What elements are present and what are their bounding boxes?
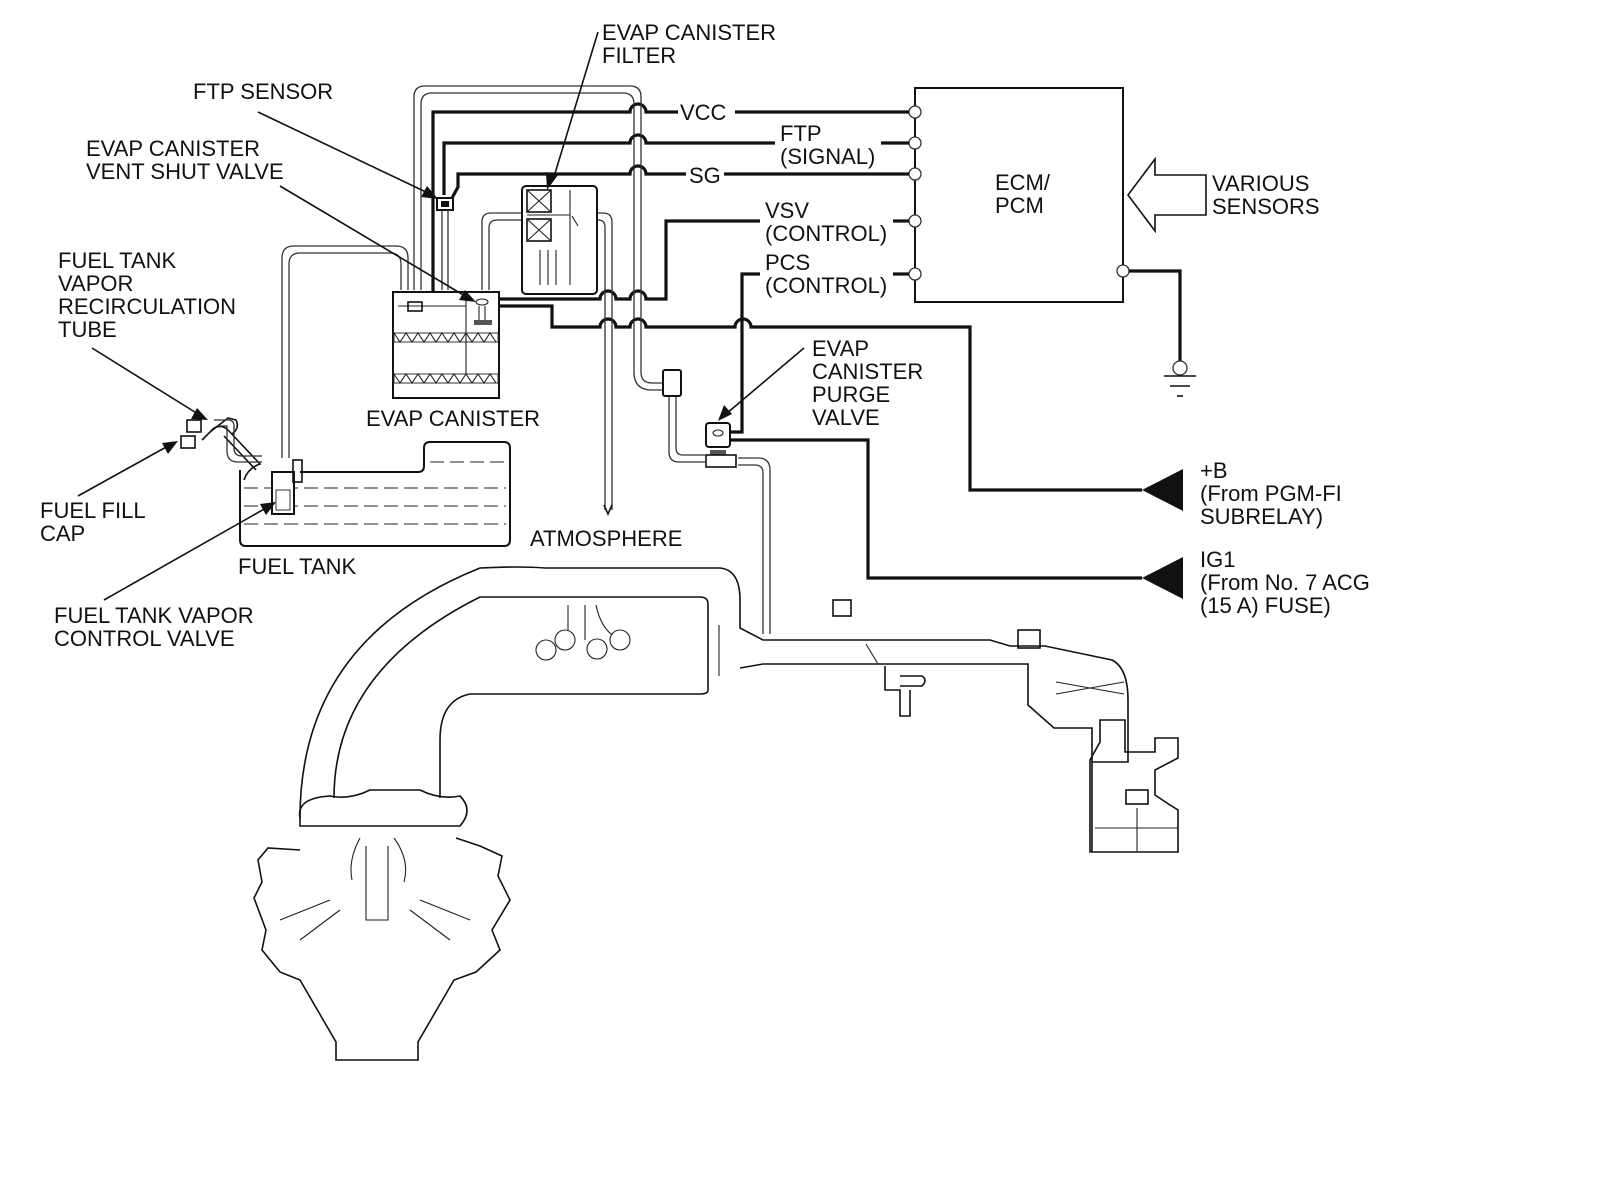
fuel-tank: FUEL TANK (180, 417, 511, 579)
ecm-terminal-pcs (908, 267, 922, 281)
leader-arrow-icon (260, 502, 276, 515)
various-sensors-label-line1: VARIOUS (1212, 171, 1309, 196)
recirc-tube-label-line4: TUBE (58, 317, 117, 342)
ig1-label-line2: (From No. 7 ACG (1200, 570, 1370, 595)
vapor-control-valve-label-line2: CONTROL VALVE (54, 626, 235, 651)
ground-connection (1129, 269, 1196, 397)
hollow-input-arrow-icon (1127, 156, 1207, 234)
fuel-tank-body (239, 441, 511, 547)
evap-canister-purge-valve (662, 369, 737, 468)
ecm-terminal-ftp (908, 136, 922, 150)
leader-arrow-icon (191, 408, 208, 420)
signal-label-vcc: VCC (680, 100, 727, 125)
evap-canister: EVAP CANISTER (366, 291, 540, 431)
evap-canister-filter-label-line2: FILTER (602, 43, 676, 68)
purge-valve-label-line1: EVAP (812, 336, 869, 361)
ecm-pcm-label-line2: PCM (995, 193, 1044, 218)
ecm-pcm-box (914, 87, 1124, 303)
ftp-sensor (436, 197, 454, 290)
signal-label-pcs: PCS (765, 250, 810, 275)
ecm-terminal-vsv (908, 214, 922, 228)
wire-pcs-left (722, 272, 760, 434)
signal-label-ftp-sub: (SIGNAL) (780, 144, 875, 169)
purge-valve-label-line4: VALVE (812, 405, 880, 430)
vapor-control-valve-label-line1: FUEL TANK VAPOR (54, 603, 254, 628)
wire-ig1 (722, 438, 1142, 580)
evap-canister-filter-label-line1: EVAP CANISTER (602, 20, 776, 45)
wire-sg-left (450, 164, 686, 199)
power-ig1: IG1 (From No. 7 ACG (15 A) FUSE) (1142, 547, 1370, 618)
leader-arrow-icon (546, 172, 558, 190)
wire-vsv-left (494, 219, 760, 301)
throttle-body-sensor (832, 599, 852, 617)
engine-block (253, 837, 511, 1061)
purge-valve-label-line3: PURGE (812, 382, 890, 407)
fuel-tank-label: FUEL TANK (238, 554, 357, 579)
fuel-fill-cap-label-line1: FUEL FILL (40, 498, 146, 523)
vent-shut-valve-label-line2: VENT SHUT VALVE (86, 159, 284, 184)
plus-b-label-line3: SUBRELAY) (1200, 504, 1323, 529)
vent-shut-valve-plunger (474, 320, 492, 325)
connector-triangle-icon (1142, 557, 1183, 599)
ecm-terminal-ground (1116, 264, 1130, 278)
intake-manifold (253, 566, 1179, 1061)
ground-terminal (1172, 360, 1188, 376)
evap-canister-label: EVAP CANISTER (366, 406, 540, 431)
signal-label-pcs-sub: (CONTROL) (765, 273, 887, 298)
purge-valve-label-line2: CANISTER (812, 359, 923, 384)
throttle-plate (865, 643, 879, 665)
ig1-label-line3: (15 A) FUSE) (1200, 593, 1331, 618)
various-sensors-input: VARIOUS SENSORS (1127, 156, 1320, 234)
connector-triangle-icon (1142, 469, 1183, 511)
atmosphere-label: ATMOSPHERE (530, 526, 682, 551)
leader-arrow-icon (162, 441, 178, 454)
purge-valve-body (705, 422, 731, 448)
recirc-tube-label-line3: RECIRCULATION (58, 294, 236, 319)
signal-wires: VCC FTP (SIGNAL) SG VSV (CONTROL) PCS (C… (431, 100, 1142, 580)
air-cleaner-box (1089, 719, 1179, 853)
signal-label-ftp: FTP (780, 121, 822, 146)
filter-body (521, 185, 598, 295)
canister-check-valve-icon (407, 301, 423, 312)
vent-shut-valve-label-line1: EVAP CANISTER (86, 136, 260, 161)
recirc-tube-label-line2: VAPOR (58, 271, 133, 296)
purge-valve-base (705, 454, 737, 468)
canister-charcoal-layer-bottom (393, 373, 499, 384)
intake-plenum (298, 789, 468, 827)
ecm-terminal-vcc (908, 105, 922, 119)
ecm-terminal-sg (908, 167, 922, 181)
recirc-tube-label-line1: FUEL TANK (58, 248, 177, 273)
various-sensors-label-line2: SENSORS (1212, 194, 1320, 219)
plus-b-label-line2: (From PGM-FI (1200, 481, 1342, 506)
vapor-hoses (281, 85, 771, 634)
callouts: EVAP CANISTER FILTER FTP SENSOR EVAP CAN… (40, 20, 923, 651)
wire-ftp-left (442, 133, 775, 195)
plus-b-label-line1: +B (1200, 458, 1228, 483)
signal-label-sg: SG (689, 163, 721, 188)
ecm-pcm-module: ECM/ PCM (908, 87, 1130, 303)
fuel-fill-cap-label-line2: CAP (40, 521, 85, 546)
leader-arrow-icon (718, 405, 732, 421)
canister-charcoal-layer-top (393, 332, 499, 343)
iat-sensor (1017, 629, 1041, 649)
atmosphere-arrow-icon (603, 504, 613, 516)
power-plus-b: +B (From PGM-FI SUBRELAY) (1142, 458, 1342, 529)
leader-arrow-icon (421, 186, 438, 199)
purge-check-valve (662, 369, 682, 397)
evap-canister-filter (521, 185, 598, 295)
signal-label-vsv-sub: (CONTROL) (765, 221, 887, 246)
ig1-label-line1: IG1 (1200, 547, 1235, 572)
leader-arrow-icon (459, 290, 476, 302)
ftp-sensor-label: FTP SENSOR (193, 79, 333, 104)
ecm-pcm-label-line1: ECM/ (995, 170, 1051, 195)
signal-label-vsv: VSV (765, 198, 809, 223)
wire-vcc-left (431, 102, 678, 324)
